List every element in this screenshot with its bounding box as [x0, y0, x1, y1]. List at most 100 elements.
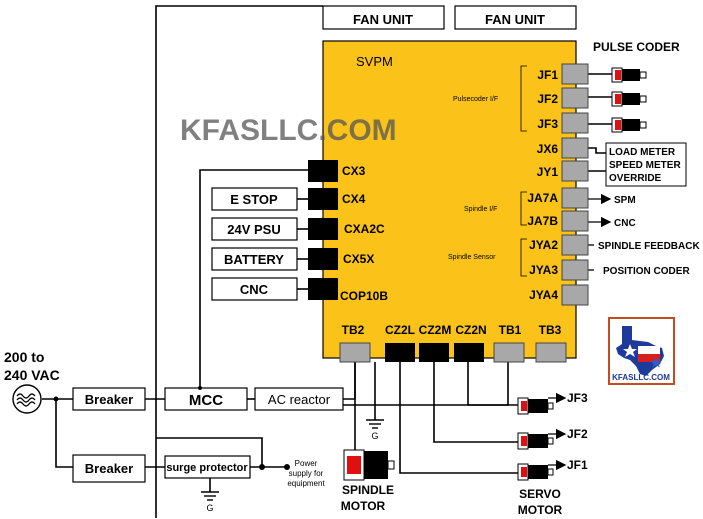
jf1-label: JF1: [537, 68, 558, 82]
kfasllc-logo: [608, 317, 675, 385]
jx6-connector: [561, 137, 589, 159]
cnc-left-label: CNC: [240, 282, 269, 297]
cop10b-connector: [308, 278, 338, 300]
mcc-label: MCC: [189, 392, 223, 409]
spindle-motor-icon: [343, 449, 395, 481]
cz2n-connector: [454, 343, 484, 362]
svpm-module: [322, 40, 577, 359]
jf3-connector: [561, 112, 589, 134]
cnc-right-label: CNC: [614, 218, 636, 229]
arrow-wires: [548, 193, 612, 471]
cz2n-label: CZ2N: [455, 323, 486, 337]
load-meter-label: LOAD METER: [609, 147, 676, 158]
power-supply-note-2: supply for: [289, 469, 324, 478]
servo-jf2-label: JF2: [567, 427, 588, 441]
meter-box: [605, 142, 687, 187]
jy1-label: JY1: [537, 165, 559, 179]
encoder-2-icon: [611, 91, 647, 107]
power-input-line1: 200 to: [4, 349, 44, 365]
ac-reactor-label: AC reactor: [268, 392, 331, 407]
servo-motor-1-icon: [517, 463, 554, 481]
power-input-line2: 240 VAC: [4, 367, 60, 383]
ac-source-icon: [12, 384, 42, 414]
tb1-label: TB1: [499, 323, 522, 337]
ground-icon-2: [366, 419, 384, 429]
servo-motor-label-2: MOTOR: [518, 503, 563, 517]
jya3-connector: [561, 259, 589, 281]
breaker-2: [72, 454, 146, 483]
fan-unit-1: [322, 5, 445, 30]
tb3-label: TB3: [539, 323, 562, 337]
cop10b-label: COP10B: [340, 289, 388, 303]
cz2m-connector: [419, 343, 449, 362]
spindle-motor-label-1: SPINDLE: [342, 483, 394, 497]
right-connectors: [561, 63, 589, 306]
encoder-3-icon: [611, 117, 647, 133]
servo-motor-2-icon: [517, 432, 554, 450]
spindle-sensor-label: Spindle Sensor: [448, 254, 496, 261]
servo-motor-label-1: SERVO: [519, 487, 561, 501]
jf2-label: JF2: [537, 92, 558, 106]
pulse-coder-encoders: [611, 67, 647, 133]
servo-motor-3-icon: [517, 397, 554, 415]
jya2-connector: [561, 234, 589, 256]
breaker-1-label: Breaker: [85, 392, 133, 407]
mcc-box: [164, 387, 248, 411]
ja7a-label: JA7A: [527, 191, 558, 205]
watermark-text: KFASLLC.COM: [180, 114, 397, 147]
servo-motor-icons: [517, 397, 554, 481]
cx3-label: CX3: [342, 164, 366, 178]
left-boxes: [211, 187, 298, 301]
pulsecoder-if-label: Pulsecoder I/F: [453, 96, 498, 103]
cxa2c-connector: [308, 218, 338, 240]
jx6-label: JX6: [537, 142, 559, 156]
override-label: OVERRIDE: [609, 173, 662, 184]
group-brackets: [520, 65, 527, 277]
cxa2c-label: CXA2C: [344, 222, 385, 236]
tb2-label: TB2: [342, 323, 365, 337]
jf1-connector: [561, 63, 589, 85]
cz2m-label: CZ2M: [419, 323, 452, 337]
junction-dots: [53, 386, 290, 470]
ac-reactor-box: [254, 387, 344, 411]
ground-icon-1: [201, 491, 219, 501]
jy1-connector: [561, 160, 589, 182]
servo-jf3-label: JF3: [567, 391, 588, 405]
power-supply-note-3: equipment: [287, 479, 325, 488]
fan-unit-2-label: FAN UNIT: [485, 12, 545, 27]
jf2-connector: [561, 87, 589, 109]
battery-label: BATTERY: [224, 252, 284, 267]
spindle-if-label: Spindle I/F: [464, 206, 497, 213]
svpm-title: SVPM: [356, 54, 393, 69]
pulse-coder-title: PULSE CODER: [593, 40, 680, 54]
breaker-1: [72, 387, 146, 411]
spm-label: SPM: [614, 195, 636, 206]
tb1-connector: [493, 342, 525, 363]
jya4-label: JYA4: [529, 288, 558, 302]
jya4-connector: [561, 284, 589, 306]
cx3-connector: [308, 160, 338, 182]
e-stop-label: E STOP: [230, 192, 278, 207]
cx4-connector: [308, 188, 338, 210]
servo-jf1-label: JF1: [567, 458, 588, 472]
24v-psu-label: 24V PSU: [227, 222, 280, 237]
ground-label-1: G: [206, 503, 213, 513]
left-connectors: [308, 160, 338, 300]
cx5x-connector: [308, 248, 338, 270]
logo-text: KFASLLC.COM: [612, 373, 670, 382]
cx4-label: CX4: [342, 192, 366, 206]
cz2l-label: CZ2L: [385, 323, 415, 337]
jya3-label: JYA3: [529, 263, 558, 277]
position-coder-label: POSITION CODER: [603, 266, 690, 277]
breaker-2-label: Breaker: [85, 461, 133, 476]
ground-label-2: G: [371, 431, 378, 441]
jf3-label: JF3: [537, 117, 558, 131]
surge-protector-label: surge protector: [166, 462, 248, 474]
jya2-label: JYA2: [529, 238, 558, 252]
spindle-feedback-label: SPINDLE FEEDBACK: [598, 241, 700, 252]
surge-protector-box: [164, 455, 251, 479]
bottom-connectors: [339, 342, 567, 363]
spindle-motor-label-2: MOTOR: [341, 499, 386, 513]
power-supply-note-1: Power: [295, 459, 318, 468]
